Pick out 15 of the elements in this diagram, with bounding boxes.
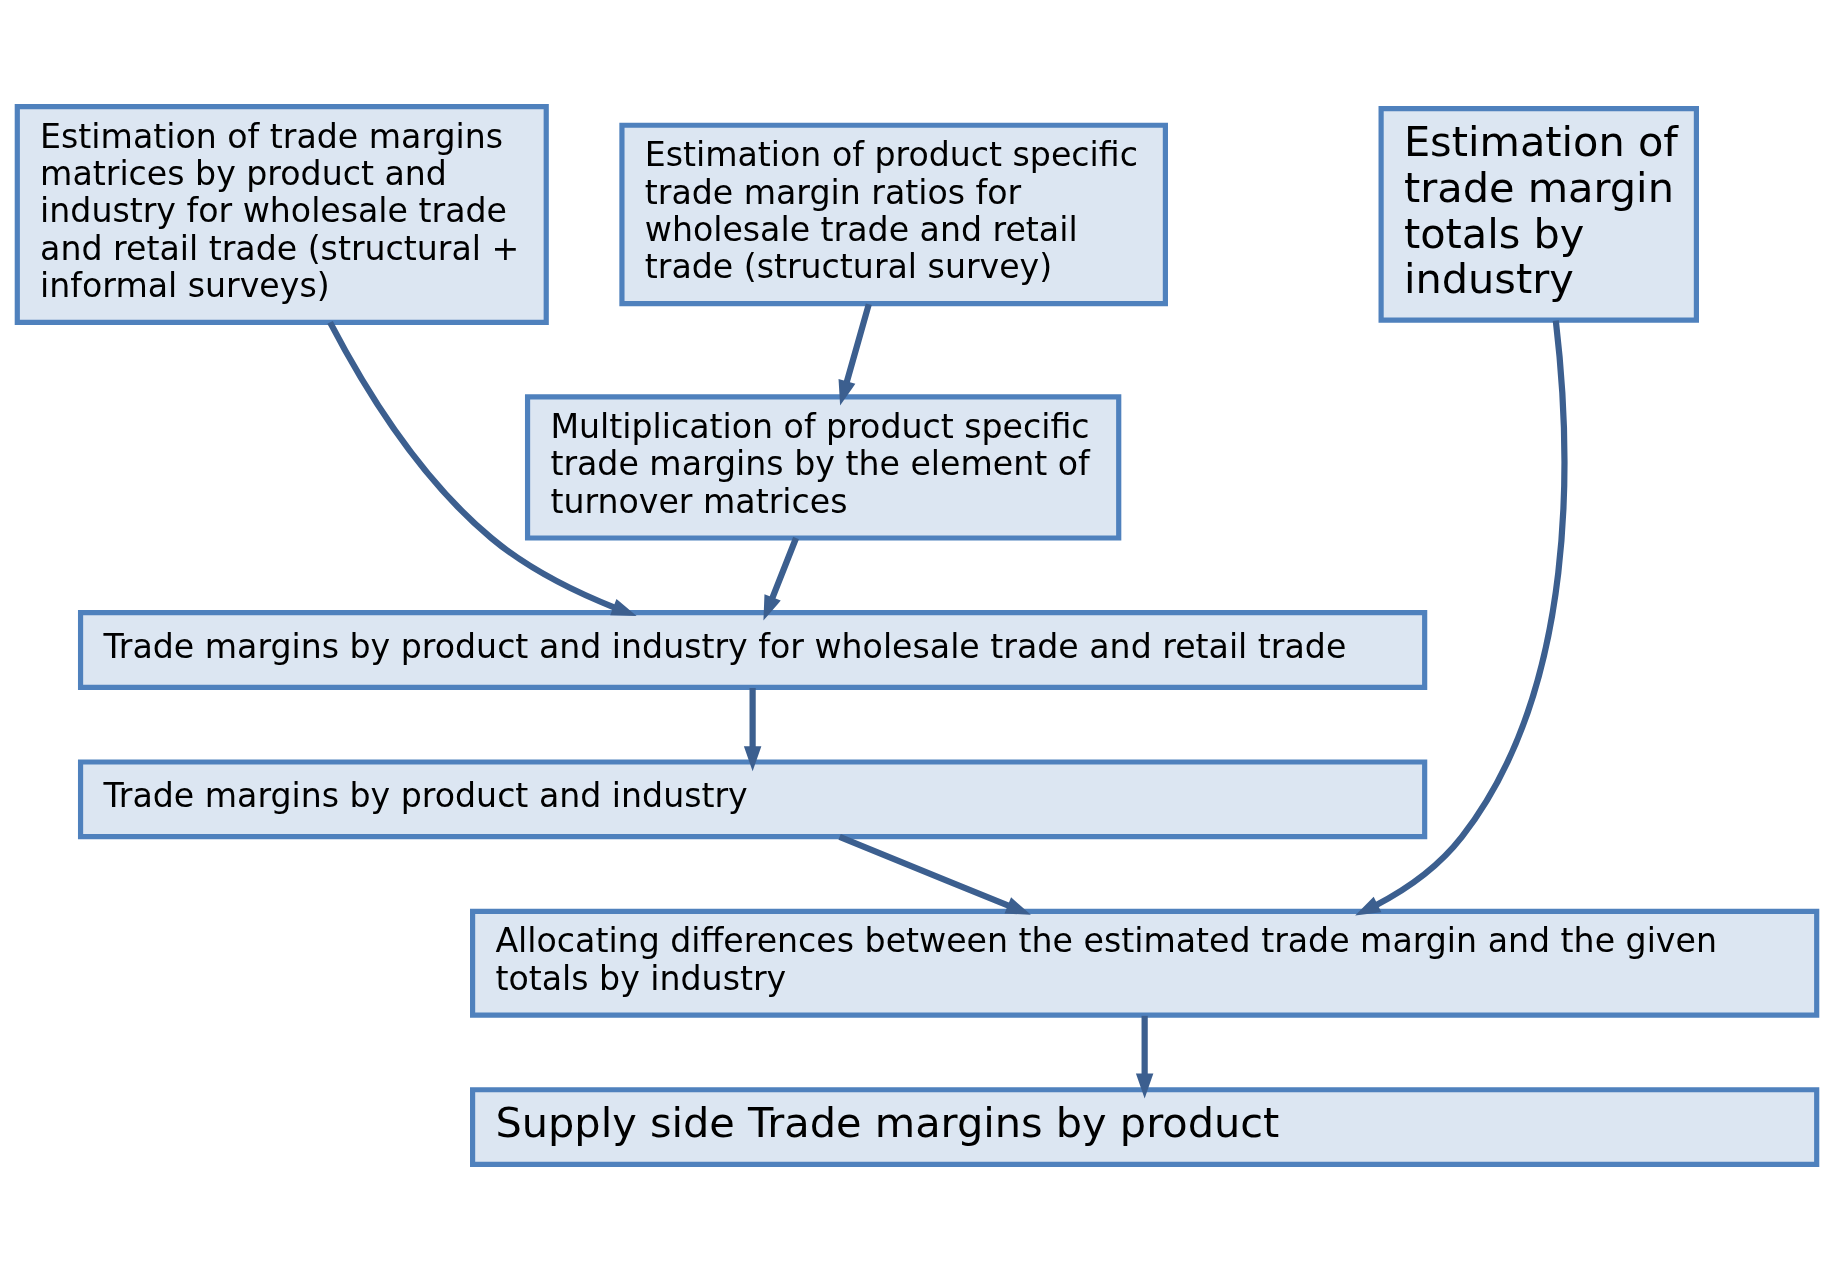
arrow xyxy=(1135,1015,1153,1098)
arrow xyxy=(837,833,1031,915)
node-box: Trade margins by product and industry xyxy=(77,758,1427,839)
node-box: Estimation of trade margin totals by industry xyxy=(1378,105,1699,323)
arrow xyxy=(838,302,872,405)
node-box: Multiplication of product specific trade margins by the element of turnover matrices xyxy=(524,393,1121,541)
node-box: Supply side Trade margins by product xyxy=(469,1086,1819,1167)
node-box: Estimation of trade margins matrices by product and industry for wholesale trade and retail trade (structural + informal surveys) xyxy=(14,103,549,325)
arrow xyxy=(1354,319,1567,915)
arrow xyxy=(743,687,761,771)
node-box: Trade margins by product and industry for wholesale trade and retail trade xyxy=(77,609,1427,690)
node-box: Allocating differences between the estimated trade margin and the given totals by industry xyxy=(469,908,1819,1018)
arrow xyxy=(326,320,637,616)
node-box: Estimation of product specific trade margin ratios for wholesale trade and retail trade (structural survey) xyxy=(618,122,1168,306)
arrow xyxy=(762,536,799,621)
